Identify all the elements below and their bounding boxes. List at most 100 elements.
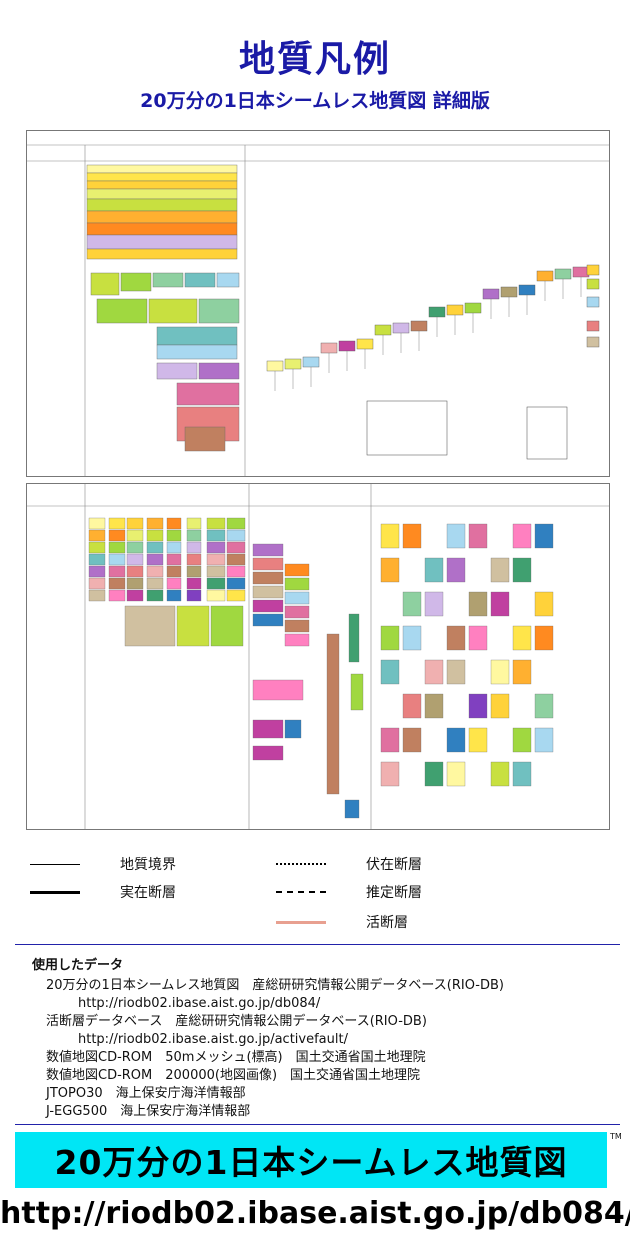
- legend-unit-block: [166, 541, 182, 554]
- metamorphic-unit-block: [428, 306, 446, 318]
- legend-unit-block: [186, 577, 202, 590]
- legend-unit-block: [146, 541, 164, 554]
- metamorphic-unit-block: [380, 727, 400, 753]
- legend-label: 実在断層: [120, 885, 176, 901]
- metamorphic-unit-block: [512, 727, 532, 753]
- metamorphic-unit-block: [446, 727, 466, 753]
- legend-unit-block: [216, 272, 240, 288]
- legend-unit-block: [186, 553, 202, 566]
- metamorphic-unit-block: [380, 625, 400, 651]
- metamorphic-unit-block: [424, 557, 444, 583]
- legend-unit-block: [88, 565, 106, 578]
- legend-unit-block: [146, 517, 164, 530]
- volcanic-unit-block: [252, 613, 284, 627]
- metamorphic-unit-block: [500, 286, 518, 298]
- volcanic-unit-block: [252, 543, 284, 557]
- page-subtitle: 20万分の1日本シームレス地質図 詳細版: [140, 90, 490, 112]
- metamorphic-unit-block: [490, 659, 510, 685]
- right-column-block: [586, 278, 600, 290]
- metamorphic-unit-block: [468, 625, 488, 651]
- legend-unit-block: [86, 188, 238, 200]
- legend-unit-block: [108, 577, 126, 590]
- legend-unit-block: [226, 541, 246, 554]
- metamorphic-unit-block: [402, 625, 422, 651]
- metamorphic-unit-block: [534, 625, 554, 651]
- legend-unit-block: [86, 180, 238, 190]
- data-source-item: JTOPO30 海上保安庁海洋情報部: [46, 1086, 246, 1101]
- volcanic-unit-block: [284, 619, 310, 633]
- geologic-legend-chart-lower: [26, 483, 610, 830]
- data-source-item: J-EGG500 海上保安庁海洋情報部: [46, 1104, 251, 1119]
- volcanic-unit-block: [252, 719, 284, 739]
- chart-lower-svg: [27, 484, 609, 829]
- dotted-line-symbol: [276, 863, 326, 865]
- intrusive-unit-block: [344, 799, 360, 819]
- legend-actual-fault: 実在断層: [30, 882, 176, 902]
- metamorphic-unit-block: [572, 266, 590, 278]
- metamorphic-unit-block: [490, 693, 510, 719]
- metamorphic-unit-block: [402, 591, 422, 617]
- metamorphic-unit-block: [534, 591, 554, 617]
- metamorphic-unit-block: [284, 358, 302, 370]
- legend-unit-block: [126, 589, 144, 602]
- metamorphic-unit-block: [468, 693, 488, 719]
- metamorphic-unit-block: [446, 523, 466, 549]
- legend-unit-block: [108, 553, 126, 566]
- legend-unit-block: [166, 529, 182, 542]
- legend-unit-block: [226, 577, 246, 590]
- legend-unit-block: [88, 589, 106, 602]
- legend-unit-block: [176, 382, 240, 406]
- legend-unit-block: [88, 529, 106, 542]
- metamorphic-unit-block: [512, 659, 532, 685]
- legend-unit-block: [166, 565, 182, 578]
- legend-unit-block: [156, 362, 198, 380]
- legend-unit-block: [166, 577, 182, 590]
- metamorphic-unit-block: [266, 360, 284, 372]
- legend-geologic-boundary: 地質境界: [30, 854, 176, 874]
- volcanic-unit-block: [284, 633, 310, 647]
- metamorphic-unit-block: [518, 284, 536, 296]
- chart-bg: [27, 484, 609, 829]
- data-sources: 使用したデータ 20万分の1日本シームレス地質図 産総研研究情報公開データベース…: [32, 957, 612, 1121]
- metamorphic-unit-block: [380, 659, 400, 685]
- metamorphic-unit-block: [446, 625, 466, 651]
- legend-unit-block: [186, 565, 202, 578]
- legend-unit-block: [226, 565, 246, 578]
- legend-label: 活断層: [366, 915, 408, 931]
- banner-text: 20万分の1日本シームレス地質図: [54, 1143, 568, 1182]
- legend-unit-block: [206, 589, 226, 602]
- legend-unit-block: [108, 589, 126, 602]
- thin-line-symbol: [30, 863, 80, 865]
- metamorphic-unit-block: [536, 270, 554, 282]
- metamorphic-unit-block: [380, 557, 400, 583]
- volcanic-unit-block: [284, 719, 302, 739]
- metamorphic-unit-block: [338, 340, 356, 352]
- legend-unit-block: [86, 222, 238, 236]
- metamorphic-unit-block: [424, 693, 444, 719]
- legend-unit-block: [88, 517, 106, 530]
- data-source-item: 数値地図CD-ROM 50mメッシュ(標高) 国土交通省国土地理院: [46, 1050, 426, 1065]
- geologic-legend-chart-upper: [26, 130, 610, 477]
- legend-concealed-fault: 伏在断層: [276, 854, 422, 874]
- product-banner: 20万分の1日本シームレス地質図: [15, 1132, 607, 1188]
- metamorphic-unit-block: [446, 557, 466, 583]
- metamorphic-unit-block: [380, 523, 400, 549]
- legend-unit-block: [206, 553, 226, 566]
- legend-unit-block: [226, 517, 246, 530]
- legend-unit-block: [186, 589, 202, 602]
- metamorphic-unit-block: [464, 302, 482, 314]
- line-symbol-legend: 地質境界 伏在断層 実在断層 推定断層 活断層: [0, 840, 630, 940]
- metamorphic-unit-block: [356, 338, 374, 350]
- legend-unit-block: [86, 248, 238, 260]
- metamorphic-unit-block: [512, 761, 532, 787]
- legend-unit-block: [86, 210, 238, 224]
- volcanic-unit-block: [252, 599, 284, 613]
- metamorphic-unit-block: [410, 320, 428, 332]
- legend-unit-block: [86, 172, 238, 182]
- legend-unit-block: [206, 541, 226, 554]
- legend-unit-block: [126, 517, 144, 530]
- legend-unit-block: [198, 362, 240, 380]
- legend-unit-block: [96, 298, 148, 324]
- legend-unit-block: [186, 517, 202, 530]
- legend-unit-block: [148, 298, 198, 324]
